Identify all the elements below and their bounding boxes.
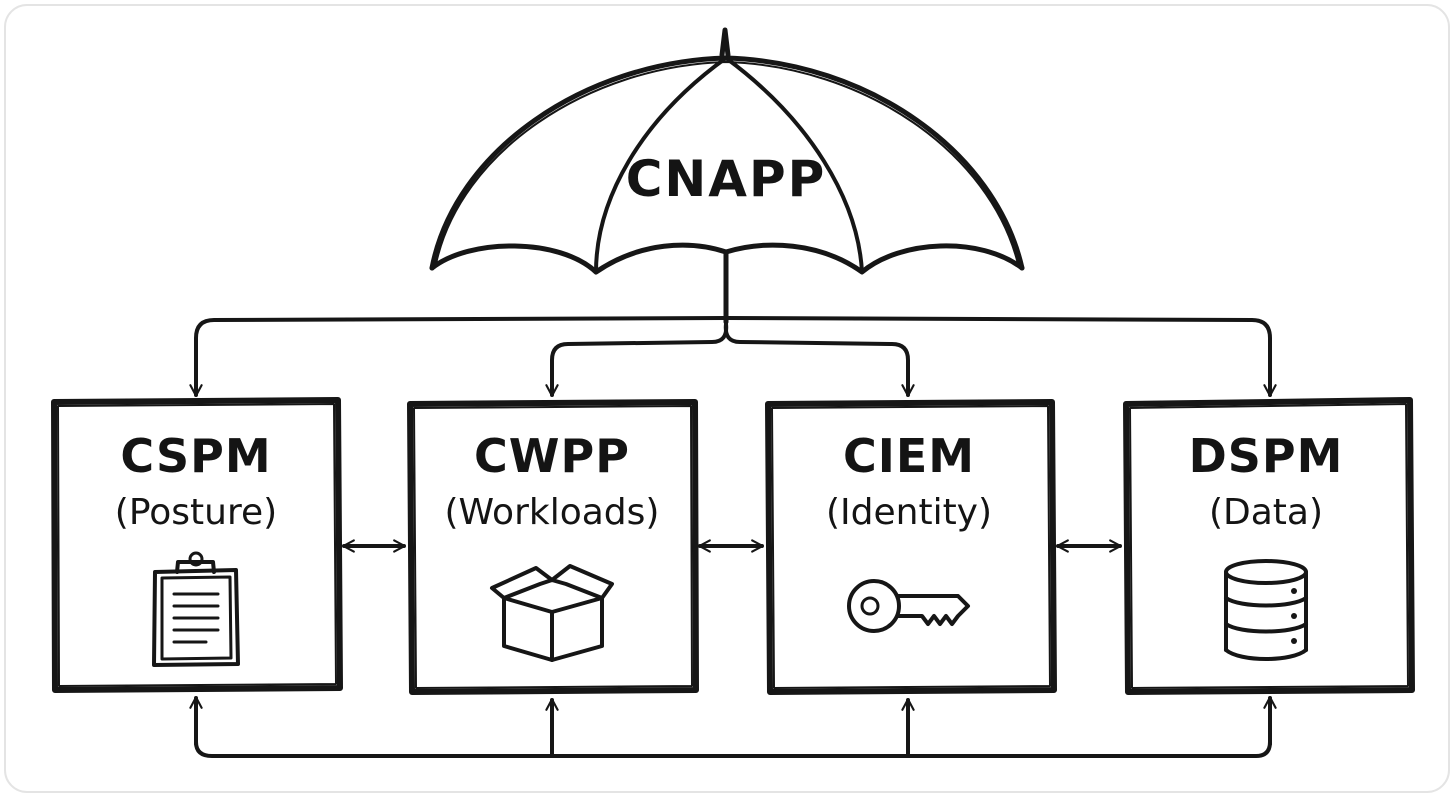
outer-frame	[4, 4, 1450, 793]
module-title-ciem: CIEM	[843, 429, 975, 483]
module-box-cwpp	[407, 399, 699, 695]
module-subtitle-cspm: (Posture)	[115, 492, 277, 533]
key-icon	[847, 579, 970, 633]
module-box-cspm	[51, 397, 343, 693]
box-icon	[490, 564, 614, 662]
umbrella-icon	[429, 27, 1025, 325]
database-icon	[1224, 559, 1308, 661]
module-subtitle-dspm: (Data)	[1209, 492, 1323, 533]
bottom-connectors	[189, 696, 1277, 758]
clipboard-icon	[152, 551, 240, 667]
module-box-dspm	[1123, 397, 1415, 695]
module-subtitle-ciem: (Identity)	[826, 492, 992, 533]
module-title-cwpp: CWPP	[474, 429, 630, 483]
module-title-cspm: CSPM	[120, 429, 271, 483]
umbrella-label: CNAPP	[626, 150, 827, 208]
module-box-ciem	[765, 399, 1057, 695]
module-subtitle-cwpp: (Workloads)	[445, 492, 660, 533]
module-title-dspm: DSPM	[1189, 429, 1344, 483]
top-connectors	[189, 316, 1277, 397]
